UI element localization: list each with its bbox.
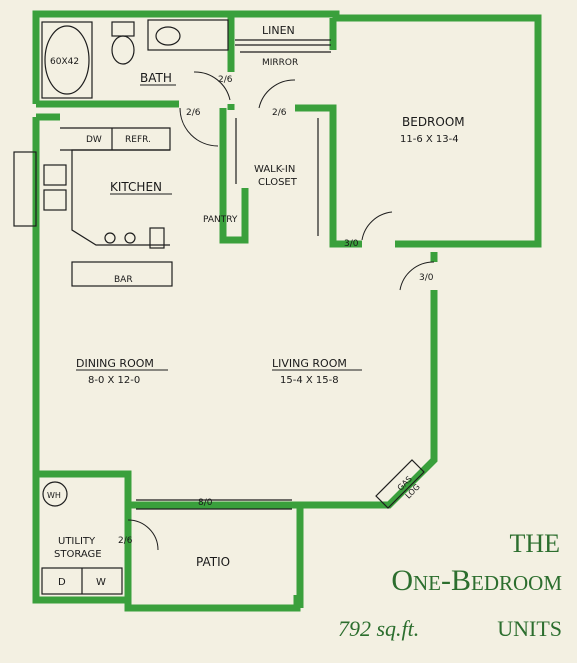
range-burner-a — [43, 164, 67, 186]
patio-label: PATIO — [196, 555, 230, 569]
door-swing-bedroom — [361, 211, 393, 241]
living-label: LIVING ROOM — [272, 357, 347, 370]
title-one-bedroom: One-Bedroom — [391, 564, 562, 597]
title-area: 792 sq.ft. — [338, 616, 419, 641]
door-label-bath: 2/6 — [218, 75, 233, 85]
toilet-bowl — [111, 35, 135, 65]
refr-label: REFR. — [125, 135, 151, 145]
vanity — [147, 19, 229, 51]
door-label-bedroom: 3/0 — [344, 239, 359, 249]
dryer-label: D — [58, 577, 66, 588]
door-label-patio: 8/0 — [198, 498, 213, 508]
closet-label-2: CLOSET — [258, 177, 298, 188]
window-bay — [13, 151, 37, 227]
bedroom-label: BEDROOM — [402, 115, 465, 129]
cooktop-burner-1 — [104, 232, 116, 244]
tub-outline — [41, 21, 93, 99]
sink — [155, 26, 181, 46]
water-heater-circle — [42, 481, 68, 507]
range-burner-b — [43, 189, 67, 211]
wall-patio-east — [296, 501, 304, 608]
dining-label: DINING ROOM — [76, 357, 154, 370]
dw-label: DW — [86, 135, 102, 145]
bar-label: BAR — [114, 275, 133, 285]
living-dims: 15-4 X 15-8 — [280, 375, 339, 386]
toilet-tank — [111, 21, 135, 37]
door-swings — [127, 71, 435, 551]
bar-counter — [71, 261, 173, 287]
bedroom-dims: 11-6 X 13-4 — [400, 134, 459, 145]
tub-label: 60X42 — [50, 57, 79, 67]
door-swing-utility — [127, 519, 159, 551]
door-label-utility: 2/6 — [118, 536, 133, 546]
door-label-entry: 3/0 — [419, 273, 434, 283]
door-swing-bath — [193, 71, 231, 101]
door-labels: 2/6 2/6 2/6 3/0 3/0 8/0 2/6 — [118, 75, 434, 546]
washer-label: W — [96, 577, 106, 588]
wall-east-fireplace — [300, 290, 438, 509]
closet-label-1: WALK-IN — [254, 164, 295, 175]
cooktop-burner-2 — [124, 232, 136, 244]
tub-basin — [44, 25, 90, 95]
linen-label: LINEN — [262, 24, 295, 37]
wall-closet-east — [295, 104, 362, 248]
wh-label: WH — [47, 491, 61, 500]
door-label-closet: 2/6 — [272, 108, 287, 118]
wall-upper-outline — [32, 10, 542, 248]
walls — [32, 10, 542, 612]
utility-label-1: UTILITY — [58, 536, 96, 547]
door-swing-closet — [258, 79, 296, 109]
utility-label-2: STORAGE — [54, 549, 102, 560]
door-swing-entry — [399, 261, 435, 291]
bath-label: BATH — [140, 71, 172, 85]
dining-dims: 8-0 X 12-0 — [88, 375, 140, 386]
sink-kitchen — [149, 227, 165, 249]
fireplace-hearth — [375, 459, 425, 509]
pantry-label: PANTRY — [203, 215, 238, 225]
fixtures — [13, 19, 425, 595]
mirror-label: MIRROR — [262, 58, 298, 68]
door-swing-hall — [179, 107, 219, 147]
kitchen-label: KITCHEN — [110, 180, 162, 194]
title-units: UNITS — [497, 616, 562, 641]
title-the: THE — [509, 529, 560, 558]
door-label-hall: 2/6 — [186, 108, 201, 118]
title-block: THE One-Bedroom 792 sq.ft. UNITS — [338, 529, 562, 641]
wall-closet-west — [219, 108, 249, 244]
